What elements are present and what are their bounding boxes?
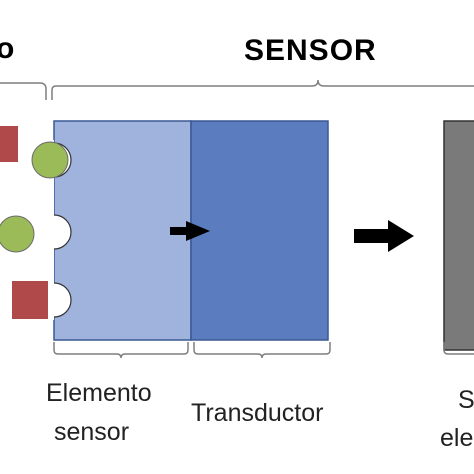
- output-label-line1: S: [458, 386, 474, 414]
- transducer-block: [190, 120, 329, 341]
- output-block: [443, 120, 474, 351]
- analyte-circle-free: [0, 215, 35, 253]
- sensor-title: SENSOR: [244, 34, 377, 67]
- transducer-label: Transductor: [191, 399, 323, 427]
- sensor-top-bracket: [51, 79, 474, 100]
- analyte-square-top: [0, 126, 18, 162]
- output-label-line2: ele: [440, 424, 473, 452]
- right-arrow-icon: [170, 221, 210, 241]
- output-bottom-bracket: [443, 342, 474, 355]
- sensor-element-label-line1: Elemento: [46, 379, 152, 407]
- right-arrow-icon: [354, 220, 414, 252]
- analyte-square-bottom: [12, 281, 48, 319]
- left-header-fragment: o: [0, 32, 15, 65]
- sensor-element-label-line2: sensor: [54, 418, 129, 446]
- left-top-bracket: [0, 82, 47, 100]
- sensor-element-block: [53, 120, 192, 341]
- analyte-circle-bound: [31, 141, 69, 179]
- sensor-element-bottom-bracket: [53, 342, 189, 359]
- transducer-bottom-bracket: [193, 342, 331, 359]
